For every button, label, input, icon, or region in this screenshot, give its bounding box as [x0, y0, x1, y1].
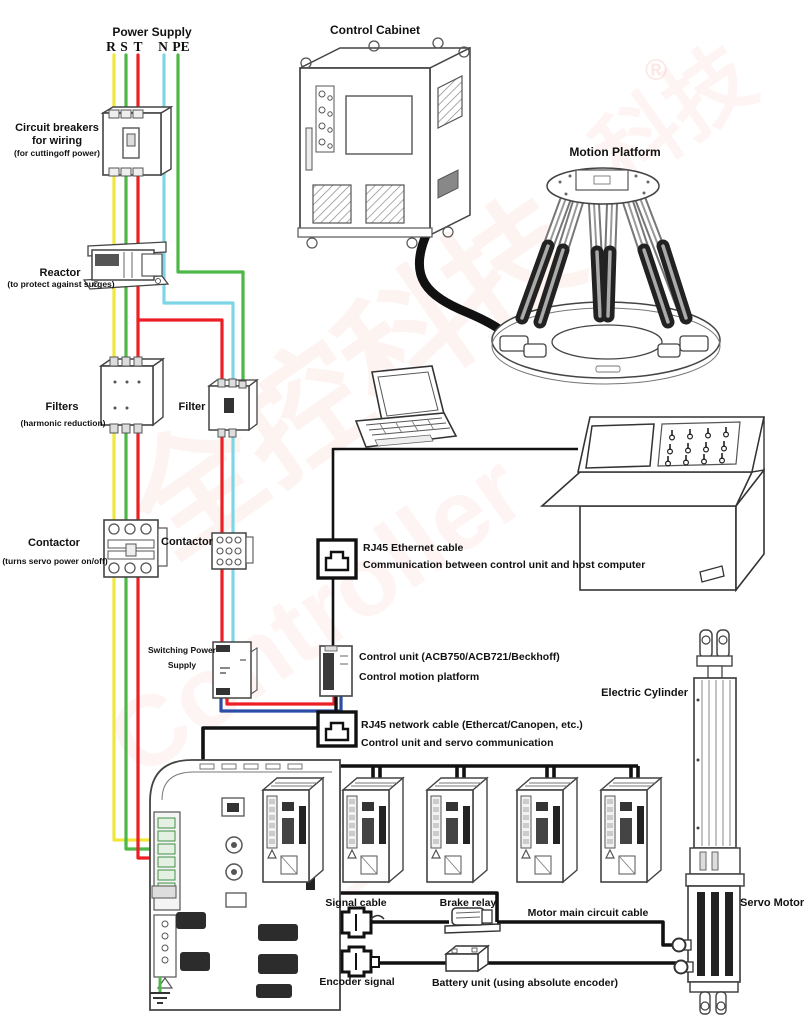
- contactor-main: [103, 519, 168, 578]
- wire-pe: [176, 53, 245, 389]
- reactor-label: Reactor: [40, 267, 82, 279]
- operator-console: [539, 416, 765, 593]
- switching-power-supply: [212, 641, 258, 699]
- rj45-network-label-2: Control unit and servo communication: [361, 737, 554, 749]
- power-supply-label: Power Supply: [112, 25, 192, 39]
- contactor-main-label: Contactor: [28, 537, 81, 549]
- electric-cylinder-label: Electric Cylinder: [601, 687, 689, 699]
- signal-cable-label: Signal cable: [325, 897, 386, 909]
- brake-relay-device: [444, 907, 501, 934]
- circuit-breakers-label-1: Circuit breakers: [15, 122, 99, 134]
- earth-pe-label: PE: [172, 39, 189, 54]
- phase-s-label: S: [120, 39, 128, 54]
- servo-drive-small: [342, 777, 404, 883]
- filters-note: (harmonic reduction): [20, 418, 105, 428]
- phase-r-label: R: [106, 39, 116, 54]
- electric-cylinder: [671, 629, 745, 1015]
- wire-dc-red: [225, 692, 336, 706]
- watermark-registered: ®: [645, 54, 667, 87]
- rj45net-to-drive: [201, 726, 318, 765]
- phase-t-label: T: [133, 39, 142, 54]
- servo-motor-connectors: [671, 937, 694, 975]
- reactor-note: (to protect against surges): [7, 279, 114, 289]
- servo-drive-small: [262, 777, 324, 883]
- encoder-signal-label: Encoder signal: [319, 976, 394, 988]
- line-filter-small: [207, 378, 259, 438]
- rj45-network-connector: [316, 710, 358, 748]
- motion-platform: [491, 167, 721, 385]
- wire-phase-t-branch: [136, 318, 224, 392]
- filter-small-label: Filter: [179, 401, 207, 413]
- rj45-ethernet-label-1: RJ45 Ethernet cable: [363, 542, 464, 554]
- wire-dc-blue: [219, 692, 343, 713]
- neutral-n-label: N: [158, 39, 168, 54]
- circuit-breakers-note: (for cuttingoff power): [14, 148, 100, 158]
- contactor-small: [211, 532, 254, 570]
- encoder-plug: [340, 945, 380, 978]
- battery-unit-label: Battery unit (using absolute encoder): [432, 977, 618, 989]
- contactor-small-label: Contactor: [161, 536, 214, 548]
- servo-drive-small: [426, 777, 488, 883]
- rj45-network-label-1: RJ45 network cable (Ethercat/Canopen, et…: [361, 719, 583, 731]
- filters-label: Filters: [45, 401, 78, 413]
- line-filter-main: [98, 356, 166, 434]
- sps-label-2: Supply: [168, 660, 197, 670]
- signal-cable-plug: [340, 906, 385, 939]
- wire-neutral: [162, 53, 235, 392]
- brake-relay-label: Brake relay: [440, 897, 497, 909]
- control-unit-label-2: Control motion platform: [359, 671, 479, 683]
- reactor: [82, 241, 170, 290]
- wire-phase-r: [112, 53, 157, 842]
- rj45-ethernet-connector: [316, 538, 358, 580]
- wire-phase-s: [124, 53, 157, 851]
- motion-platform-label: Motion Platform: [569, 145, 660, 159]
- servo-motor-label: Servo Motor: [740, 897, 805, 909]
- control-unit-label-1: Control unit (ACB750/ACB721/Beckhoff): [359, 651, 560, 663]
- ethernet-cable: [331, 447, 578, 646]
- control-cabinet-label: Control Cabinet: [330, 23, 420, 37]
- diagram-labels: Power Supply R S T N PE Circuit breakers…: [2, 23, 805, 989]
- ground-wire: [150, 977, 170, 1004]
- circuit-breakers-label-2: for wiring: [32, 135, 82, 147]
- control-unit: [319, 645, 353, 697]
- control-cabinet: [297, 37, 471, 249]
- servo-drive-small: [516, 777, 578, 883]
- rj45-ethernet-label-2: Communication between control unit and h…: [363, 559, 645, 571]
- laptop: [354, 365, 458, 448]
- motor-main-circuit-label: Motor main circuit cable: [528, 907, 649, 919]
- battery-unit-device: [444, 944, 490, 973]
- sps-label-1: Switching Power: [148, 645, 217, 655]
- circuit-breaker: [100, 105, 174, 177]
- servo-drive-small: [600, 777, 662, 883]
- contactor-main-note: (turns servo power on/off): [2, 556, 107, 566]
